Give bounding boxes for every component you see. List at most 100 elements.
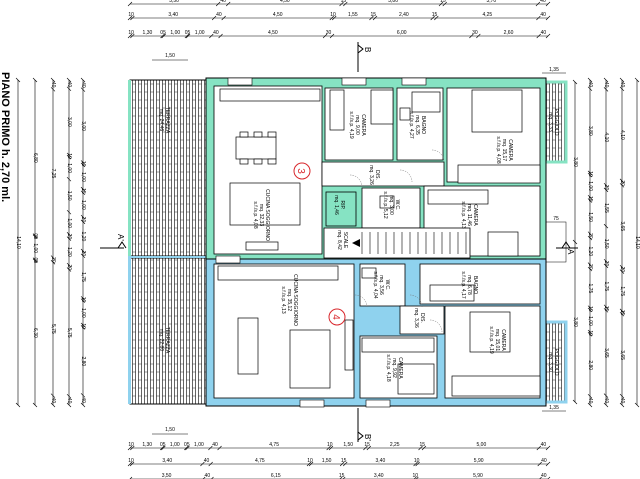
room-name: TERRAZZA xyxy=(164,107,170,134)
room-ratio: s.f./s.p. 4,08 xyxy=(252,201,258,228)
dining-table xyxy=(237,317,259,375)
dimension-column-left-5: 403,00101,00151,00201,20201,75101,00102,… xyxy=(80,77,86,408)
sofa xyxy=(229,182,301,226)
chair xyxy=(253,131,263,138)
dimension-label: 1,00 xyxy=(66,163,72,173)
unit-3-marker: 3 xyxy=(293,162,311,180)
chair xyxy=(267,131,277,138)
dimension-label: 1,50 xyxy=(343,442,353,448)
balcony-width-dim: 1,35 1,35 75 xyxy=(542,67,567,412)
dimension-label: 10 xyxy=(587,171,593,177)
dimension-label: 15 xyxy=(339,473,345,479)
dimension-label: 2,80 xyxy=(587,360,593,370)
dimension-label: 20 xyxy=(603,185,609,191)
room-label: DIS.mq. 3,26 xyxy=(368,165,380,185)
room-name: BAGNO xyxy=(420,116,426,134)
window xyxy=(401,77,427,86)
room-area: mq. 11,46 xyxy=(466,204,472,226)
dimension-label: 1,00 xyxy=(195,30,205,36)
dimension-label: 10 xyxy=(80,161,86,167)
window xyxy=(227,77,253,86)
svg-text:A': A' xyxy=(116,234,125,241)
dimension-label: 1,75 xyxy=(80,272,86,282)
dimension-label: 1,55 xyxy=(348,12,358,18)
dimension-label: 15 xyxy=(440,0,446,4)
dimension-label: 15 xyxy=(419,442,425,448)
door-swing xyxy=(431,149,445,163)
dimension-label: 3,40 xyxy=(168,12,178,18)
dimension-label: 20 xyxy=(80,217,86,223)
shower xyxy=(370,89,394,125)
dimension-label: 5,00 xyxy=(477,442,487,448)
dimension-label: 15 xyxy=(619,310,625,316)
dimension-label: 40 xyxy=(541,458,547,464)
room-name: BAGNO xyxy=(472,276,478,294)
room-area: mq. 9,00 xyxy=(354,115,360,135)
unit-4-number: 4 xyxy=(330,314,341,320)
dimension-label: 1,30 xyxy=(142,442,152,448)
dimension-label: 10 xyxy=(66,153,72,159)
dimension-label: 14,10 xyxy=(634,236,640,249)
dimension-label: 15 xyxy=(432,12,438,18)
dimension-label: 1,20 xyxy=(587,246,593,256)
room-space xyxy=(213,263,355,399)
dimension-label: 2,80 xyxy=(80,356,86,366)
room-area: mq. 3,00 xyxy=(388,195,394,215)
room-ratio: s.f./s.p. 4,19 xyxy=(348,111,354,138)
dimension-label: 1,00 xyxy=(170,442,180,448)
dimension-label: 1,20 xyxy=(80,232,86,242)
room-ratio: s.f./s.p. 4,27 xyxy=(408,111,414,138)
dimension-label: 2,60 xyxy=(504,30,514,36)
room-ratio: s.f./s.p. 4,04 xyxy=(372,271,378,298)
dimension-label: 10 xyxy=(128,30,134,36)
room-area: mq. 15,01 xyxy=(494,329,500,351)
svg-text:75: 75 xyxy=(553,216,559,222)
desk xyxy=(427,189,489,205)
dimension-label: 10 xyxy=(587,330,593,336)
dimension-label: 6,30 xyxy=(32,328,38,338)
dimension-label: 1,00 xyxy=(194,442,204,448)
wardrobe xyxy=(457,164,541,184)
shower xyxy=(397,363,435,395)
dimension-label: 40 xyxy=(213,30,219,36)
dimension-label: 4,50 xyxy=(273,12,283,18)
room-name: CAMERA xyxy=(472,204,478,226)
dimension-label: 4,50 xyxy=(280,0,290,4)
dimension-label: 1,00 xyxy=(170,30,180,36)
room-name: W.C. xyxy=(394,200,400,211)
dimension-label: 05 xyxy=(32,257,38,263)
dimension-label: 20 xyxy=(619,267,625,273)
dimension-label: 3,00 xyxy=(80,121,86,131)
room-name: RIP. xyxy=(339,200,345,209)
dimension-label: 40 xyxy=(587,398,593,404)
dimension-label: 05 xyxy=(160,30,166,36)
dimension-label: 20 xyxy=(50,257,56,263)
room-area: mq. 35,12 xyxy=(286,289,292,311)
dimension-label: 15 xyxy=(370,12,376,18)
dimension-label: 1,55 xyxy=(603,203,609,213)
window xyxy=(341,77,367,86)
dimension-label: 15 xyxy=(603,306,609,312)
room-ratio: s.f./s.p. 4,13 xyxy=(460,201,466,228)
bed xyxy=(487,231,519,257)
svg-text:A: A xyxy=(566,249,575,255)
dimension-label: 3,70 xyxy=(486,0,496,4)
double-bed xyxy=(469,311,511,353)
dimension-label: 3,50 xyxy=(169,0,179,4)
room-space xyxy=(325,191,357,227)
dimension-label: 15 xyxy=(587,196,593,202)
